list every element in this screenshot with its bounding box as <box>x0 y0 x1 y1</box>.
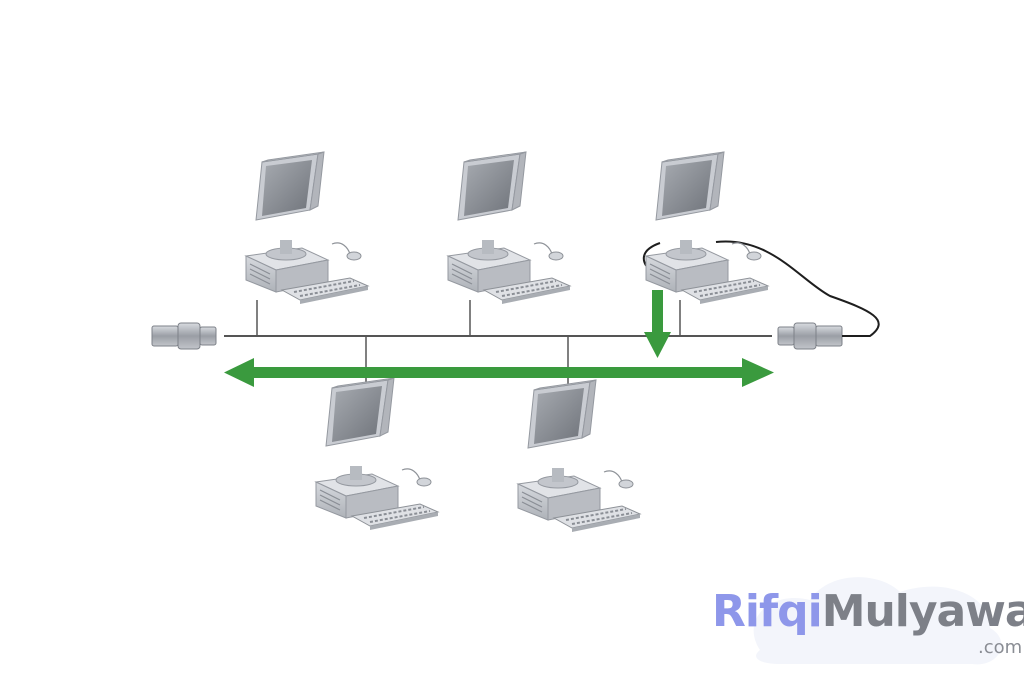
watermark-logo: RifqiMulyawan <box>712 590 1024 634</box>
watermark-second-word: Mulyawan <box>821 586 1024 637</box>
signal-bidirectional-arrow <box>224 358 774 387</box>
watermark-first-word: Rifqi <box>712 586 823 637</box>
signal-down-arrow <box>644 290 671 358</box>
watermark-domain: .com <box>978 637 1023 658</box>
